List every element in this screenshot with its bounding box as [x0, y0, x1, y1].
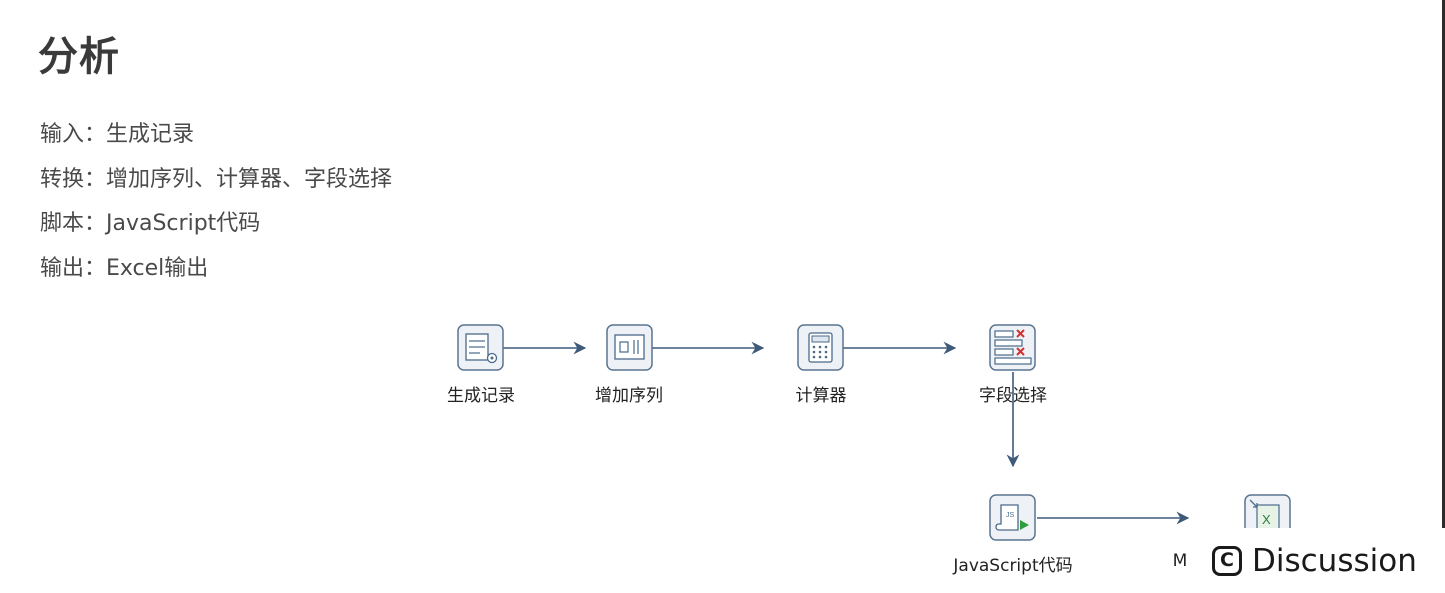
discussion-label: Discussion: [1252, 542, 1417, 579]
calculator-icon: [808, 332, 833, 363]
select-values-step[interactable]: [989, 324, 1036, 371]
select-values-label: 字段选择: [979, 386, 1047, 406]
calculator-step[interactable]: [797, 324, 844, 371]
add-sequence-label: 增加序列: [595, 386, 663, 406]
generate-rows-step[interactable]: [457, 324, 504, 371]
excel-output-label: M: [1172, 551, 1188, 571]
right-edge-border: [1442, 0, 1445, 593]
generate-rows-label: 生成记录: [447, 386, 515, 406]
discussion-button[interactable]: C Discussion: [1200, 528, 1445, 593]
svg-text:X: X: [1262, 512, 1271, 527]
analysis-output-line: 输出：Excel输出: [40, 256, 209, 281]
select-values-icon: [994, 329, 1032, 365]
analysis-transform-line: 转换：增加序列、计算器、字段选择: [40, 167, 393, 192]
calculator-label: 计算器: [795, 386, 847, 406]
slide-title: 分析: [38, 34, 120, 80]
copyright-c-icon: C: [1212, 545, 1242, 576]
analysis-script-line: 脚本：JavaScript代码: [40, 211, 261, 236]
generate-rows-icon: [465, 333, 498, 364]
javascript-label: JavaScript代码: [953, 556, 1073, 576]
javascript-step[interactable]: JS: [989, 494, 1036, 541]
add-sequence-step[interactable]: [606, 324, 653, 371]
add-sequence-icon: [614, 334, 645, 360]
svg-text:JS: JS: [1006, 512, 1015, 519]
analysis-input-line: 输入：生成记录: [40, 122, 195, 147]
javascript-icon: JS: [995, 504, 1029, 531]
